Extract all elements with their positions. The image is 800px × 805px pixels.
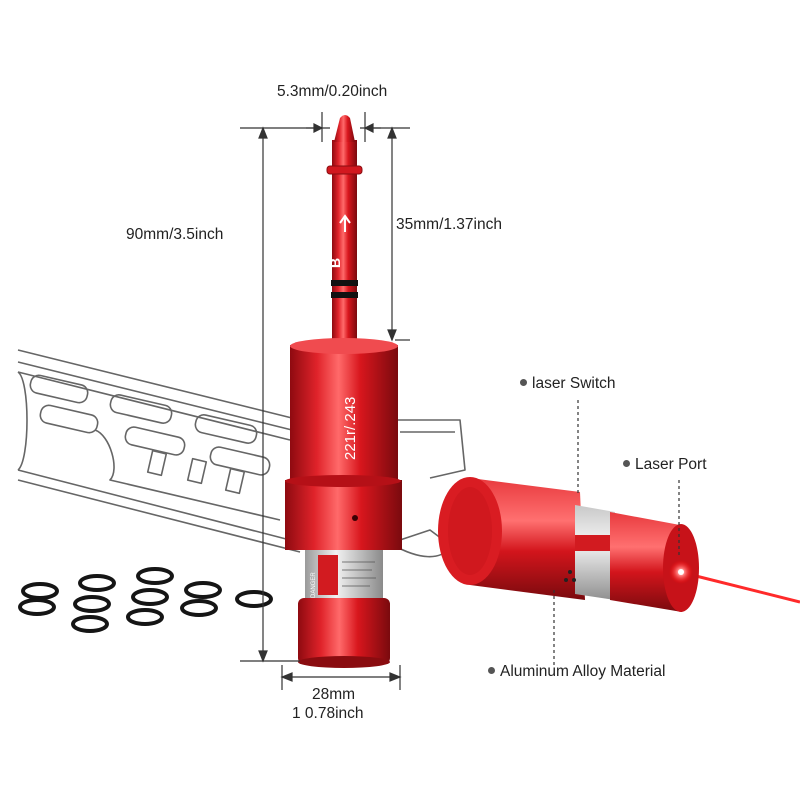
boresight-horizontal [438,477,800,612]
warning-tag: DANGER [311,572,317,598]
rod-length-label: 35mm/1.37inch [396,216,502,233]
callout-laser-port: Laser Port [623,456,707,474]
laser-beam [679,570,800,604]
bullet-dot-icon [520,379,527,387]
caliber-marking: 221r/.243 [342,397,359,460]
arrow-up-icon [339,214,351,232]
o-rings [18,567,273,633]
dimension-lines [240,112,410,690]
callout-laser-switch: laser Switch [520,375,616,393]
tip-width-label: 5.3mm/0.20inch [277,83,388,100]
bullet-dot-icon [623,460,630,468]
callout-material: Aluminum Alloy Material [488,663,665,681]
boresight-vertical: B 221r/.243 DANGER [285,115,402,668]
body-diameter-inch-label: 1 0.78inch [292,705,364,722]
body-diameter-mm-label: 28mm [312,686,356,703]
bullet-dot-icon [488,667,495,675]
total-length-label: 90mm/3.5inch [126,226,224,243]
arrow-marking: B [327,258,343,268]
callout-leaders [553,400,680,665]
